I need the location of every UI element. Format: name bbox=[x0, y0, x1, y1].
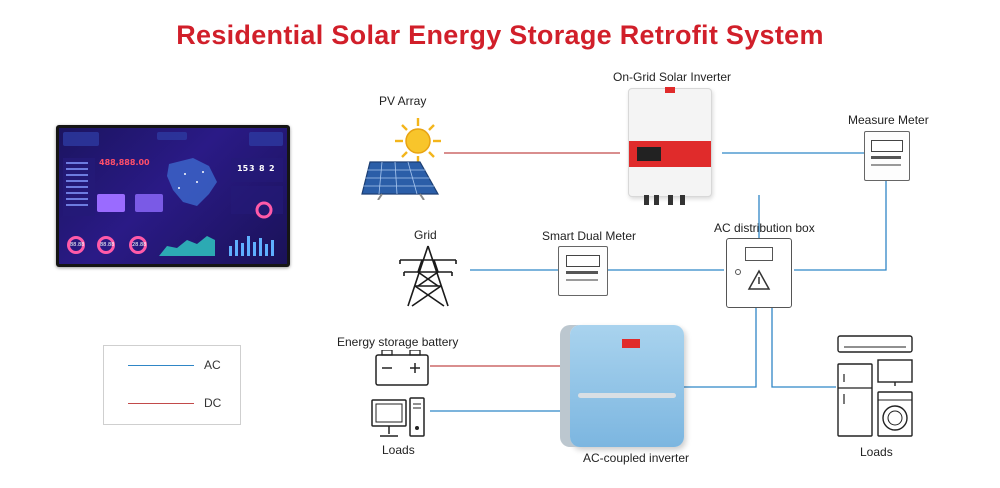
dashboard-gauge-3: 28.88 bbox=[129, 236, 147, 254]
transmission-tower-icon bbox=[399, 245, 457, 307]
ac-distribution-box-label: AC distribution box bbox=[714, 221, 815, 235]
ac-coupled-inverter bbox=[570, 325, 684, 447]
inverter-connectors bbox=[644, 195, 685, 205]
dashboard-main-value: 488,888.00 bbox=[99, 158, 150, 167]
energy-storage-battery-label: Energy storage battery bbox=[337, 335, 459, 349]
pv-array-label: PV Array bbox=[379, 94, 427, 108]
smart-dual-meter-label: Smart Dual Meter bbox=[542, 229, 637, 243]
ac-line-distbox-acinverter bbox=[684, 306, 757, 388]
dashboard-stat-3: 8 bbox=[259, 164, 265, 173]
battery-icon bbox=[375, 350, 429, 386]
ac-distribution-box bbox=[726, 238, 792, 308]
dashboard-gauge-1: 88.88 bbox=[67, 236, 85, 254]
dashboard-stat-1: 15 bbox=[237, 164, 249, 173]
legend-ac-swatch bbox=[128, 365, 194, 366]
sun-icon bbox=[395, 118, 441, 164]
monitoring-dashboard: 488,888.00 15 3 8 2 88.88 88.88 28.88 bbox=[59, 128, 287, 264]
measure-meter-label: Measure Meter bbox=[848, 113, 929, 127]
solar-panel-icon bbox=[361, 161, 440, 200]
grid-label: Grid bbox=[414, 228, 437, 242]
dashboard-graphics bbox=[63, 132, 283, 256]
measure-meter bbox=[864, 131, 910, 181]
ac-coupled-inverter-label: AC-coupled inverter bbox=[583, 451, 690, 465]
computer-icon bbox=[371, 397, 425, 437]
page-title: Residential Solar Energy Storage Retrofi… bbox=[176, 20, 824, 50]
legend-dc-label: DC bbox=[204, 396, 222, 410]
smart-dual-meter bbox=[558, 246, 608, 296]
loads-left-label: Loads bbox=[382, 443, 415, 457]
on-grid-inverter-label: On-Grid Solar Inverter bbox=[613, 70, 732, 84]
on-grid-inverter bbox=[628, 87, 712, 197]
warning-icon bbox=[747, 269, 771, 290]
ac-inverter-logo bbox=[622, 339, 640, 348]
dashboard-stat-4: 2 bbox=[269, 164, 275, 173]
pv-array bbox=[361, 118, 441, 200]
legend-ac-label: AC bbox=[204, 358, 221, 372]
dashboard-gauge-2: 88.88 bbox=[97, 236, 115, 254]
dashboard-stat-2: 3 bbox=[249, 164, 255, 173]
ac-line-distbox-loads bbox=[771, 306, 836, 388]
monitoring-screen: 488,888.00 15 3 8 2 88.88 88.88 28.88 bbox=[56, 125, 290, 267]
legend: AC DC bbox=[103, 345, 241, 425]
appliances-icon bbox=[837, 335, 913, 437]
legend-dc-swatch bbox=[128, 403, 194, 404]
inverter-display bbox=[637, 147, 661, 161]
ac-line-meter-distbox bbox=[794, 180, 887, 271]
loads-right-label: Loads bbox=[860, 445, 893, 459]
